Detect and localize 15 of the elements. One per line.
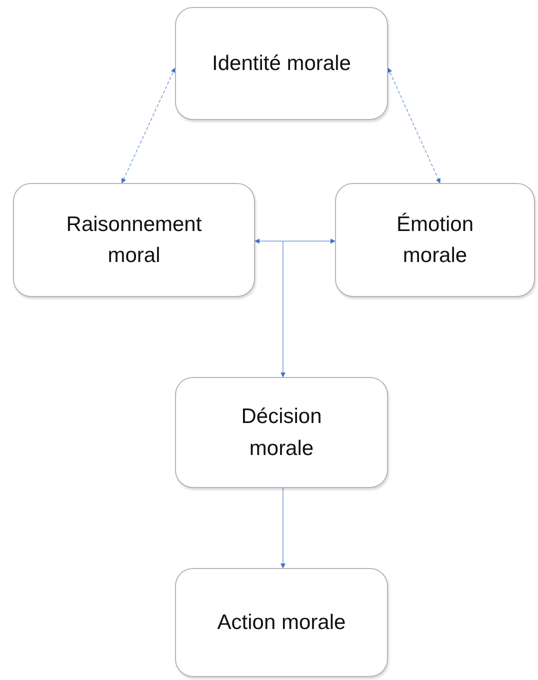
node-label: Décision morale — [240, 404, 323, 462]
node-label: Raisonnement moral — [65, 212, 203, 269]
node-label: Émotion morale — [395, 212, 475, 269]
arrow — [388, 68, 440, 184]
arrow — [121, 68, 176, 184]
arrow — [280, 488, 286, 568]
arrow — [254, 238, 336, 244]
node-label: Identité morale — [212, 50, 351, 77]
process-box — [175, 568, 388, 677]
node-label: Action morale — [217, 610, 346, 636]
process-box — [335, 183, 535, 297]
process-box — [175, 377, 388, 488]
process-box — [175, 7, 388, 120]
arrow — [280, 240, 286, 378]
process-box — [13, 183, 255, 297]
